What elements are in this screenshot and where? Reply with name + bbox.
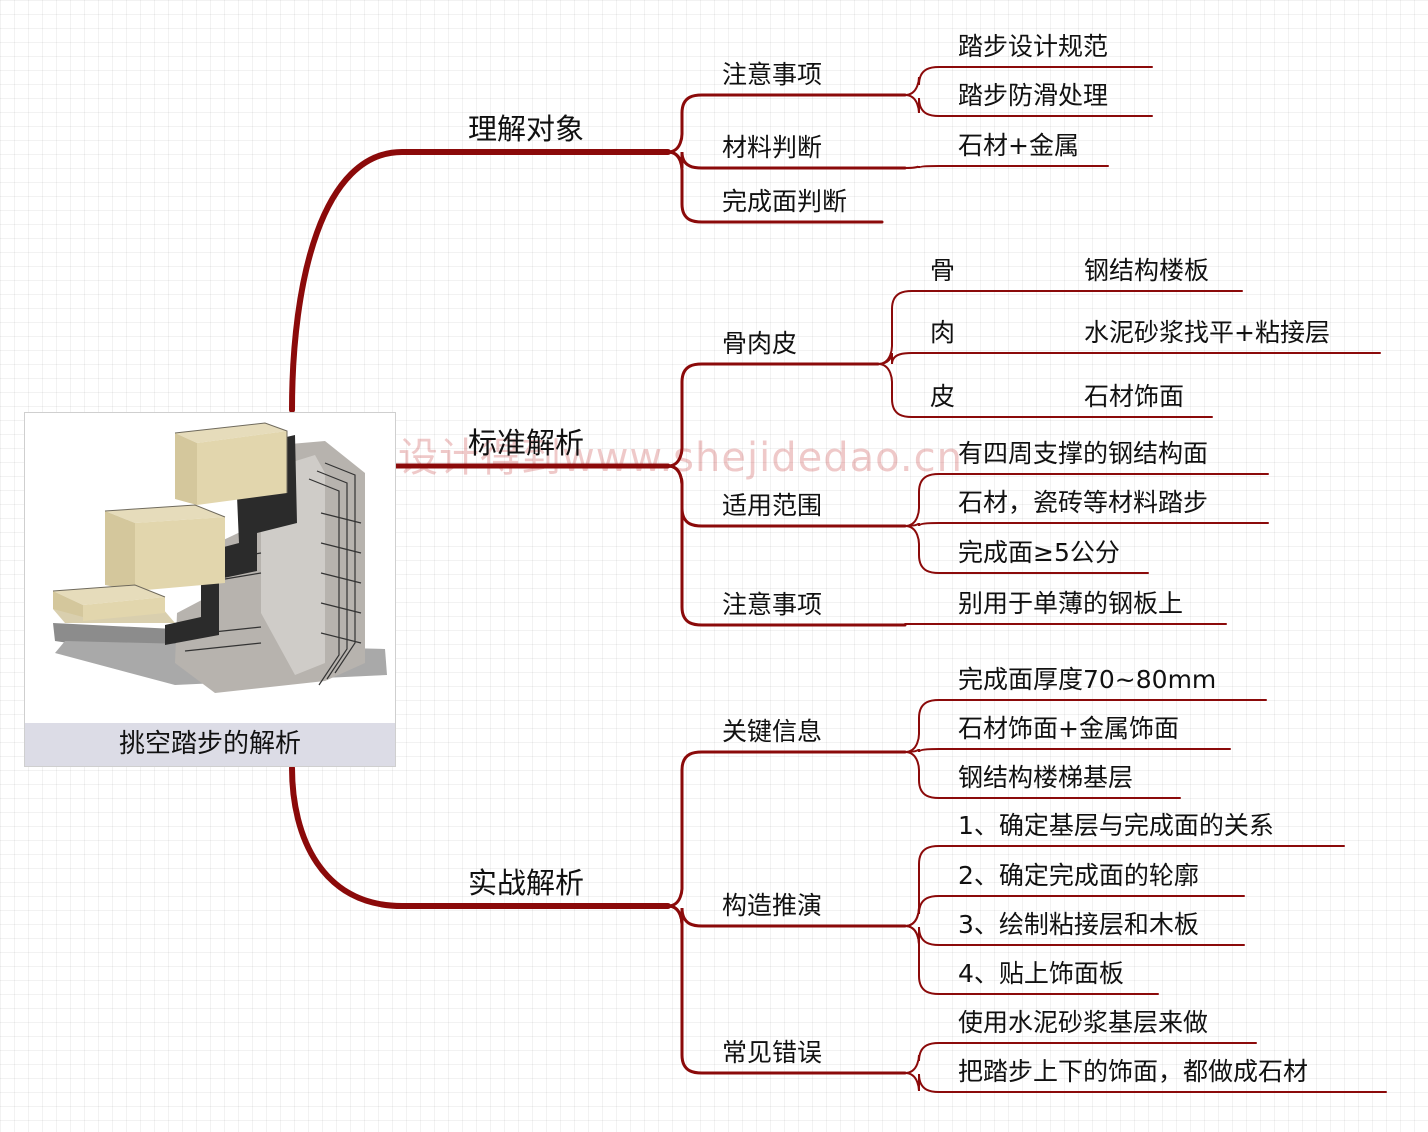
subtopic-connector-1-3 [666, 150, 884, 224]
leaf-1-1-2[interactable]: 踏步防滑处理 [958, 81, 1109, 110]
leaf-connector-3-3-1 [904, 1042, 1257, 1074]
leaf-connector-1-1-2 [904, 94, 1153, 117]
leaf-connector-1-2-1 [904, 165, 1109, 169]
leaf-3-2-4[interactable]: 4、贴上饰面板 [958, 959, 1124, 988]
leaf-1-2-1[interactable]: 石材+金属 [958, 131, 1079, 160]
leaf-3-3-2[interactable]: 把踏步上下的饰面，都做成石材 [958, 1057, 1309, 1086]
subtopic-connector-3-1 [666, 750, 907, 908]
leaf-connector-2-2-1 [904, 473, 1269, 527]
leaf-connector-3-1-1 [904, 699, 1267, 753]
subtopic-connector-1-1 [666, 93, 907, 154]
row-value-3[interactable]: 石材饰面 [1084, 382, 1185, 411]
subtopic-2-2[interactable]: 适用范围 [722, 491, 823, 520]
leaf-3-3-1[interactable]: 使用水泥砂浆基层来做 [958, 1008, 1209, 1037]
row-value-1[interactable]: 钢结构楼板 [1084, 256, 1210, 285]
central-topic[interactable]: 挑空踏步的解析 [24, 412, 396, 767]
subtopic-1-3[interactable]: 完成面判断 [722, 187, 848, 216]
subtopic-connector-2-3 [666, 464, 907, 627]
leaf-3-2-2[interactable]: 2、确定完成面的轮廓 [958, 861, 1199, 890]
row-connector-1 [877, 290, 1243, 365]
leaf-2-3-1[interactable]: 别用于单薄的钢板上 [958, 589, 1184, 618]
branch-topic-3[interactable]: 实战解析 [468, 866, 585, 900]
subtopic-2-3[interactable]: 注意事项 [722, 590, 823, 619]
leaf-connector-3-1-3 [904, 751, 1181, 799]
leaf-connector-3-3-2 [904, 1072, 1387, 1093]
stair-cross-section-image [25, 413, 395, 723]
subtopic-connector-3-3 [666, 904, 907, 1075]
branch-topic-1[interactable]: 理解对象 [468, 112, 585, 146]
subtopic-3-1[interactable]: 关键信息 [722, 717, 823, 746]
branch-connector-3 [289, 765, 671, 909]
leaf-connector-2-2-2 [904, 522, 1269, 527]
subtopic-1-1[interactable]: 注意事项 [722, 60, 823, 89]
branch-topic-2[interactable]: 标准解析 [468, 426, 585, 460]
leaf-3-1-1[interactable]: 完成面厚度70~80mm [958, 665, 1217, 694]
subtopic-2-1[interactable]: 骨肉皮 [722, 329, 798, 358]
subtopic-3-3[interactable]: 常见错误 [722, 1038, 823, 1067]
leaf-3-1-2[interactable]: 石材饰面+金属饰面 [958, 714, 1179, 743]
leaf-connector-3-1-2 [904, 748, 1231, 753]
row-connector-3 [877, 363, 1213, 418]
row-key-1[interactable]: 骨 [930, 256, 956, 285]
leaf-1-1-1[interactable]: 踏步设计规范 [958, 32, 1109, 61]
leaf-3-1-3[interactable]: 钢结构楼梯基层 [958, 763, 1134, 792]
leaf-connector-3-2-2 [904, 895, 1245, 927]
subtopic-connector-2-1 [666, 362, 880, 468]
row-connector-2 [877, 352, 1381, 365]
branch-connector-1 [289, 149, 671, 413]
leaf-3-2-1[interactable]: 1、确定基层与完成面的关系 [958, 811, 1274, 840]
central-topic-label: 挑空踏步的解析 [25, 723, 395, 766]
row-value-2[interactable]: 水泥砂浆找平+粘接层 [1084, 318, 1330, 347]
subtopic-3-2[interactable]: 构造推演 [722, 891, 823, 920]
row-key-2[interactable]: 肉 [930, 318, 956, 347]
subtopic-1-2[interactable]: 材料判断 [722, 133, 823, 162]
leaf-connector-2-2-3 [904, 525, 1149, 574]
row-key-3[interactable]: 皮 [930, 382, 956, 411]
leaf-connector-1-1-1 [904, 66, 1153, 96]
leaf-3-2-3[interactable]: 3、绘制粘接层和木板 [958, 910, 1199, 939]
leaf-connector-3-2-4 [904, 925, 1159, 995]
leaf-2-2-2[interactable]: 石材，瓷砖等材料踏步 [958, 488, 1209, 517]
leaf-2-2-3[interactable]: 完成面≥5公分 [958, 538, 1120, 567]
leaf-2-2-1[interactable]: 有四周支撑的钢结构面 [958, 439, 1209, 468]
